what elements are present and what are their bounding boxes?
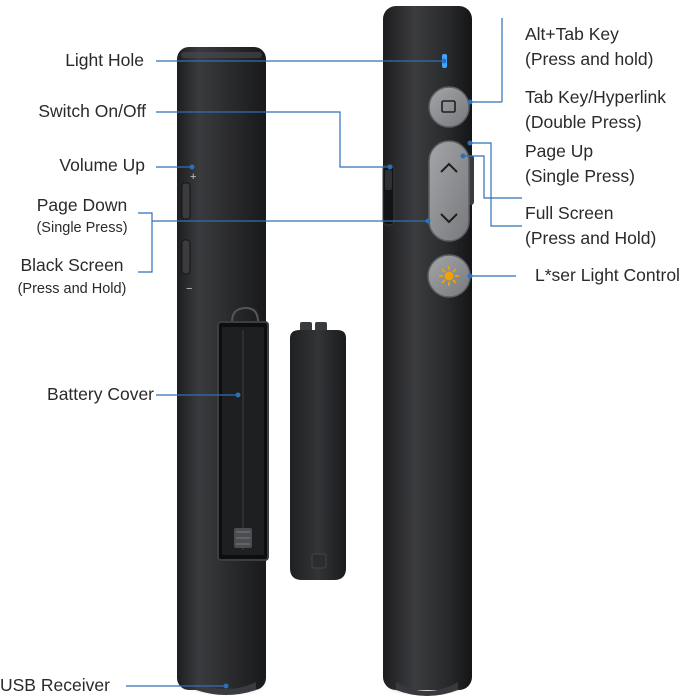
volume-minus-mark: − (186, 283, 192, 295)
label-page-up: Page Up (525, 141, 594, 161)
label-full-screen: Full Screen (525, 203, 614, 223)
page-down-chevron-icon (440, 213, 458, 224)
leader-switch (156, 111, 390, 168)
volume-down-key (181, 239, 191, 275)
sun-icon (439, 266, 459, 286)
label-usb-receiver: USB Receiver (0, 675, 110, 695)
tab-key-button (428, 86, 470, 128)
leader-black-screen (138, 221, 153, 273)
leader-page-up (463, 155, 522, 199)
label-page-up-sub: (Single Press) (525, 166, 635, 186)
battery-compartment (217, 306, 269, 561)
label-light-hole: Light Hole (65, 50, 144, 70)
leader-dots (189, 58, 473, 689)
label-black-screen: Black Screen (20, 255, 124, 275)
leader-page-down (138, 212, 428, 222)
label-full-screen-sub: (Press and Hold) (525, 228, 657, 248)
label-volume-up: Volume Up (59, 155, 145, 175)
label-page-down: Page Down (36, 195, 128, 215)
label-laser: L*ser Light Control (535, 265, 680, 285)
label-black-screen-sub: (Press and Hold) (17, 281, 127, 297)
leader-full-screen (470, 142, 522, 227)
volume-plus-mark: + (190, 171, 196, 183)
battery-cover-piece (290, 322, 346, 580)
label-battery-cover: Battery Cover (47, 384, 154, 404)
label-page-down-sub: (Single Press) (36, 220, 128, 236)
leader-lines (126, 18, 522, 687)
label-switch: Switch On/Off (38, 101, 146, 121)
label-alt-tab: Alt+Tab Key (525, 24, 619, 44)
laser-button (427, 254, 471, 298)
page-rocker-button (428, 140, 470, 242)
label-tab-key-sub: (Double Press) (525, 112, 642, 132)
label-alt-tab-sub: (Press and hold) (525, 49, 654, 69)
label-tab-key: Tab Key/Hyperlink (525, 87, 667, 107)
volume-up-key (181, 182, 191, 220)
page-up-chevron-icon (440, 162, 458, 173)
